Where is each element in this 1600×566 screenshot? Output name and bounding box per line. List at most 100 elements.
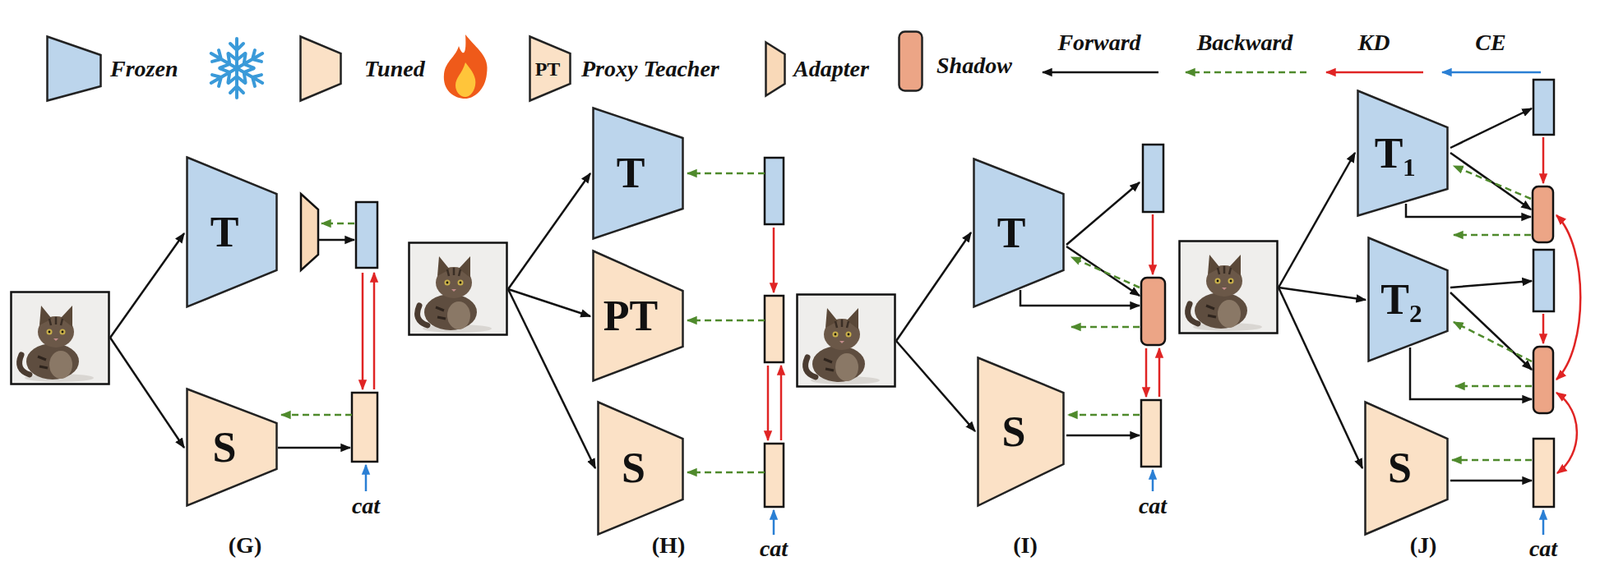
legend-swatch (299, 35, 343, 102)
kd-arrow (767, 365, 770, 441)
kd-arrow (1145, 348, 1148, 398)
backward-sample (1185, 71, 1307, 74)
legend-text: Proxy Teacher (581, 57, 720, 81)
forward-arrow (896, 341, 976, 432)
ce-sample (1442, 71, 1541, 74)
panel-label: (H) (652, 534, 685, 558)
legend-text: Adapter (793, 57, 870, 81)
student-logit-bar (1533, 439, 1554, 508)
forward-arrow (1278, 152, 1355, 288)
ce-arrow (1151, 470, 1155, 492)
forward-arrow (1450, 480, 1532, 483)
trapezoid-shape (1368, 238, 1448, 362)
backward-arrow (281, 414, 352, 417)
kd-arrow (772, 227, 776, 293)
model-name: T (210, 211, 240, 255)
kd-curve (1556, 215, 1581, 380)
trapezoid-shape (187, 157, 278, 308)
legend-swatch (764, 41, 787, 98)
proxy-logit-bar (764, 295, 784, 363)
teacher-logit-bar (1533, 249, 1554, 312)
forward-arrow (1450, 108, 1532, 148)
class-label: cat (759, 537, 788, 561)
legend-swatch (46, 35, 102, 102)
teacher-logit-bar (356, 202, 378, 269)
legend-text: CE (1475, 31, 1506, 55)
backward-arrow (1068, 414, 1140, 417)
forward-sample (1042, 71, 1159, 74)
forward-arrow (1066, 246, 1140, 296)
kd-arrow (361, 272, 365, 390)
kd-arrow (373, 272, 376, 390)
legend-text: Backward (1197, 31, 1294, 55)
forward-arrow (1450, 281, 1532, 288)
kd-arrow (1151, 214, 1155, 275)
legend-swatch-shape (899, 32, 923, 92)
legend-swatch-shape (530, 36, 571, 102)
model-trapezoid: T₂ (1367, 236, 1449, 363)
legend-swatch-shape (300, 36, 342, 102)
backward-arrow (687, 319, 765, 323)
trapezoid-shape (593, 251, 684, 382)
kd-sample (1326, 71, 1424, 74)
model-name: T₁ (1374, 132, 1416, 176)
forward-arrow (1278, 287, 1363, 469)
model-name: PT (603, 295, 658, 338)
backward-arrow (1071, 326, 1140, 329)
legend-samples (207, 34, 1541, 99)
adapter-shape (300, 194, 319, 271)
backward-arrow (687, 471, 765, 475)
model-name: T (616, 152, 646, 195)
model-trapezoid: T (591, 106, 685, 241)
trapezoid-shape (1358, 91, 1448, 217)
backward-arrow (1455, 385, 1532, 389)
model-trapezoid: PT (591, 249, 685, 383)
backward-arrow (1071, 257, 1140, 288)
shadow-bar (1533, 346, 1554, 414)
class-label: cat (1529, 537, 1558, 561)
teacher-logit-bar (1533, 79, 1554, 135)
cat-image (11, 292, 110, 385)
backward-arrow (1453, 166, 1531, 199)
legend-text: Forward (1057, 31, 1141, 55)
backward-arrow (1453, 234, 1531, 237)
backward-arrow (1452, 459, 1532, 463)
forward-arrow (1066, 434, 1140, 438)
ce-arrow (772, 510, 776, 536)
teacher-logit-bar (1142, 144, 1164, 213)
ce-arrow (1542, 510, 1545, 536)
kd-arrow (1542, 137, 1545, 184)
model-trapezoid: T₁ (1356, 89, 1449, 218)
model-name: S (621, 447, 646, 491)
trapezoid-shape (187, 389, 278, 507)
model-trapezoid: S (596, 401, 685, 537)
panel-label: (G) (228, 534, 262, 558)
forward-arrow (110, 233, 185, 338)
forward-arrow (1450, 292, 1532, 370)
trapezoid-shape (593, 108, 684, 240)
forward-arrow (277, 447, 351, 450)
backward-arrow (687, 172, 765, 176)
forward-arrow (1450, 152, 1531, 210)
legend-text: Tuned (364, 57, 426, 81)
forward-arrow (318, 239, 355, 242)
legend-swatch (897, 30, 924, 93)
legend-text: Shadow (936, 54, 1013, 78)
class-label: cat (1138, 494, 1167, 518)
model-name: S (1387, 447, 1412, 491)
model-name: S (212, 426, 237, 470)
trapezoid-shape (978, 358, 1064, 507)
kd-arrow (1542, 314, 1545, 344)
cat-image (1179, 241, 1278, 334)
kd-arrow (780, 365, 783, 441)
legend-text: Frozen (110, 57, 178, 81)
legend-swatch-shape (766, 42, 786, 97)
model-name: T (997, 212, 1027, 255)
forward-arrows (110, 108, 1532, 481)
fire-icon (443, 34, 488, 99)
shadow-bar (1141, 277, 1166, 346)
forward-arrow (1020, 290, 1140, 306)
forward-arrow (110, 337, 185, 449)
panel-label: (J) (1410, 534, 1438, 558)
